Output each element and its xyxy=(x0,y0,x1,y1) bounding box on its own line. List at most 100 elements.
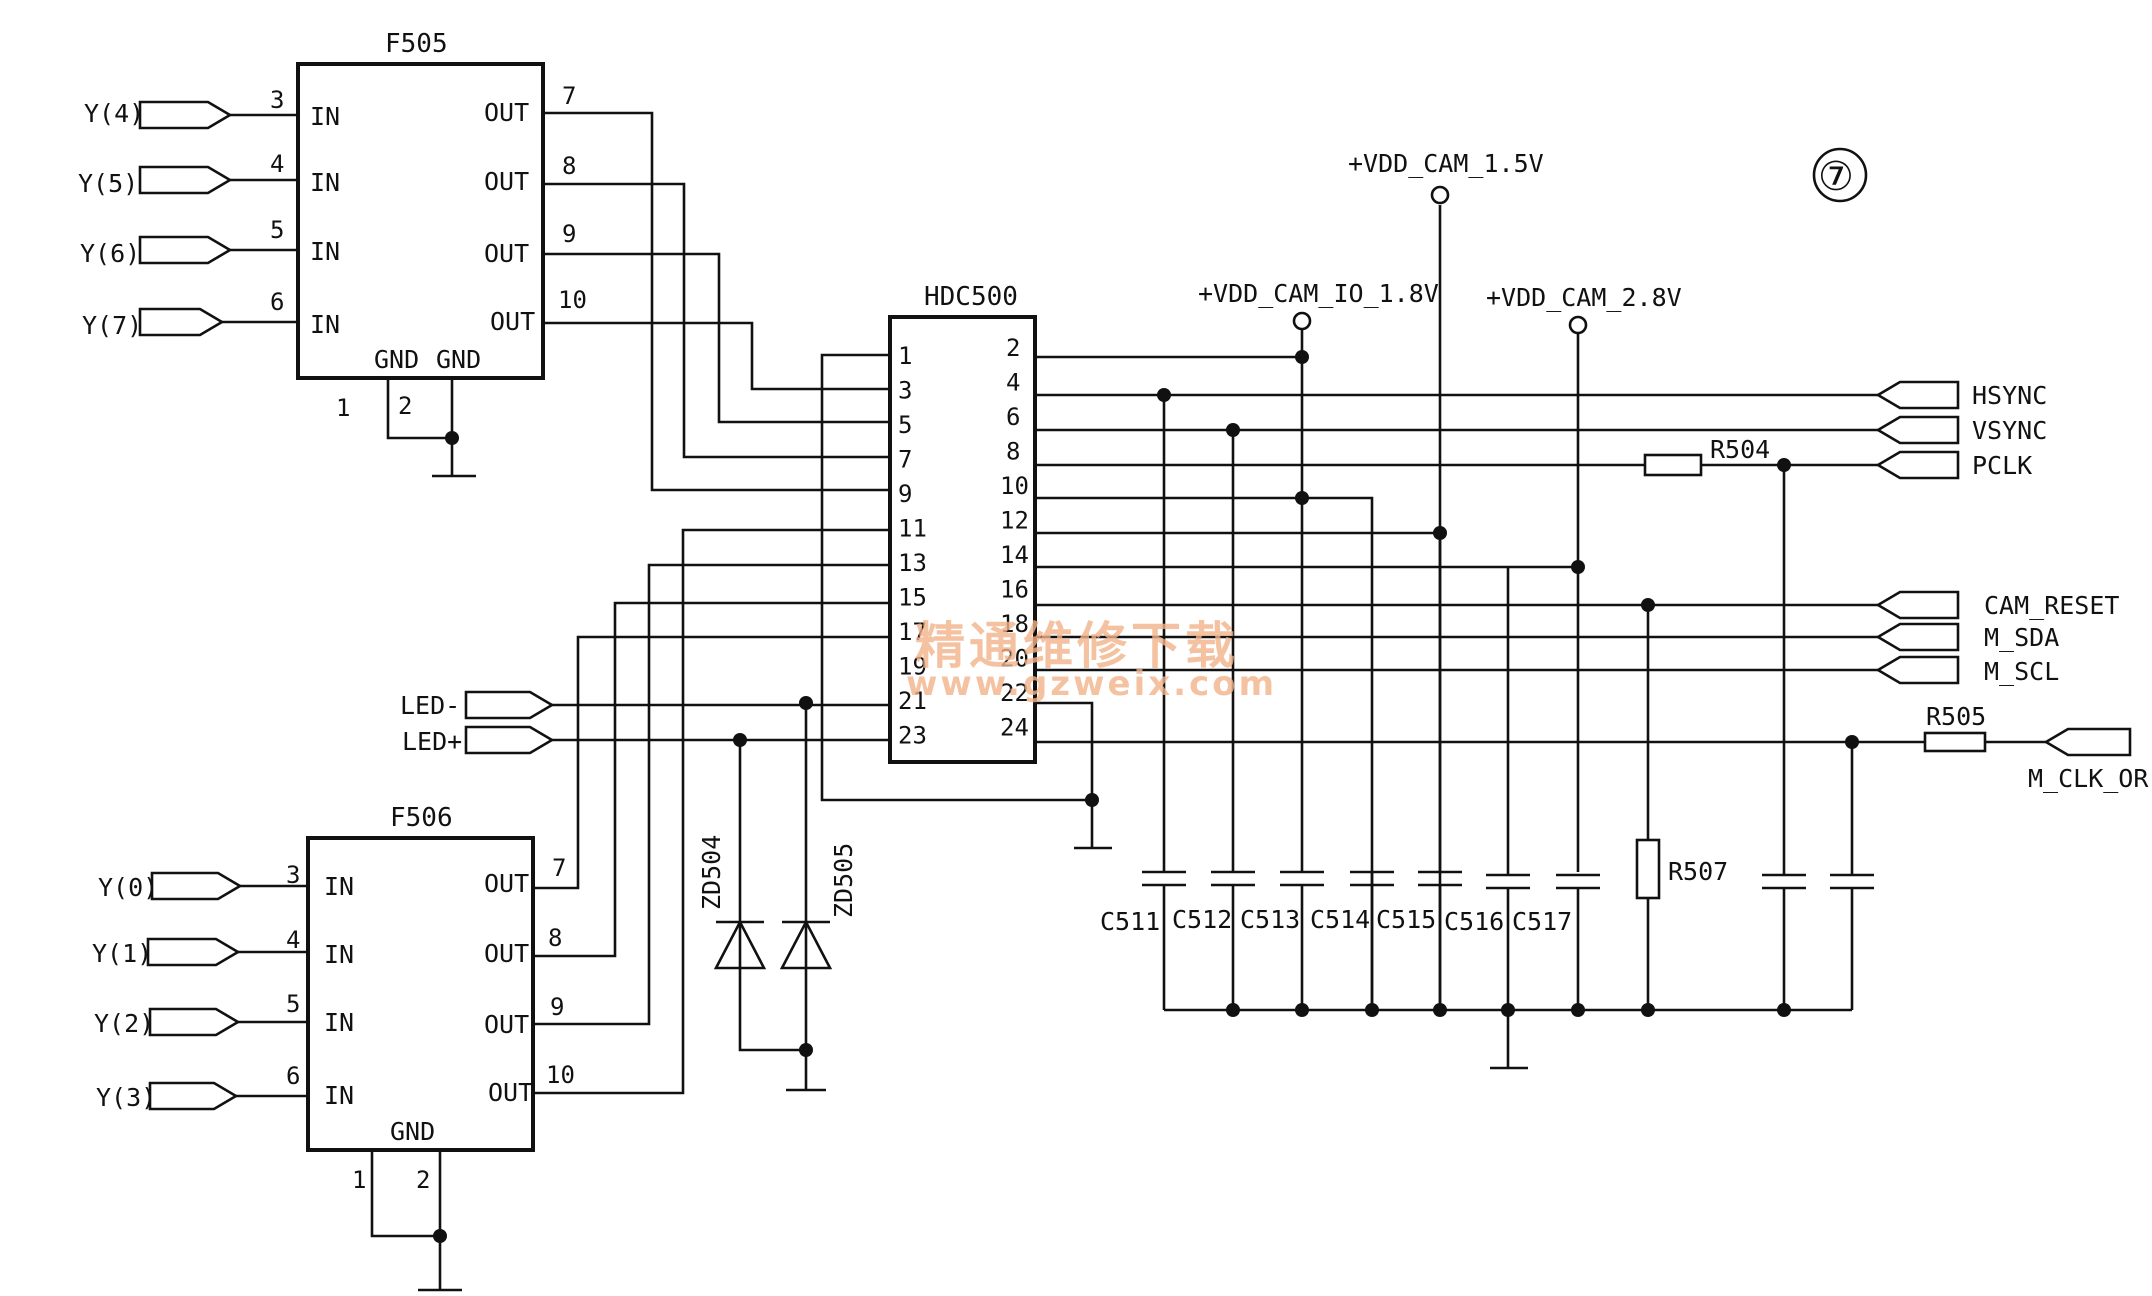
f505-pin: 1 xyxy=(336,394,350,422)
f506-pin: 2 xyxy=(416,1166,430,1194)
signal-m-sda: M_SDA xyxy=(1984,623,2059,652)
f506-out-3: OUT xyxy=(484,1010,529,1039)
f506-pin: 8 xyxy=(548,924,562,952)
f505-gnd-1: GND xyxy=(374,345,419,374)
diode-zd505-label: ZD505 xyxy=(829,843,858,918)
input-label-y6: Y(6) xyxy=(80,239,140,268)
f505-label: F505 xyxy=(385,29,448,59)
f506-in-4: IN xyxy=(324,1081,354,1110)
hdc500-pin: 14 xyxy=(1000,541,1029,569)
signal-m-scl: M_SCL xyxy=(1984,657,2059,686)
input-label-y0: Y(0) xyxy=(98,873,158,902)
input-label-y3: Y(3) xyxy=(96,1083,156,1112)
diode-zd504-label: ZD504 xyxy=(697,835,726,910)
hdc500-pin: 15 xyxy=(898,584,927,612)
f506-in-3: IN xyxy=(324,1008,354,1037)
hdc500-pin: 7 xyxy=(898,446,912,474)
f506-pin: 9 xyxy=(550,993,564,1021)
hdc500-pin: 6 xyxy=(1006,403,1020,431)
rail-2v8: +VDD_CAM_2.8V xyxy=(1486,283,1682,312)
hdc500-pin: 16 xyxy=(1000,576,1029,604)
page-number: ⑦ xyxy=(1818,154,1854,200)
hdc500-pin: 22 xyxy=(1000,679,1029,707)
hdc500-pin: 10 xyxy=(1000,472,1029,500)
signal-pclk: PCLK xyxy=(1972,451,2032,480)
watermark-text: 精通维修下载 xyxy=(915,617,1239,675)
f505-out-2: OUT xyxy=(484,167,529,196)
hdc500-pin: 2 xyxy=(1006,334,1020,362)
capacitor-c512-label: C512 xyxy=(1172,905,1232,934)
f506-out-2: OUT xyxy=(484,939,529,968)
wiring xyxy=(222,111,2046,1292)
capacitor-c511-label: C511 xyxy=(1100,907,1160,936)
signal-m-clk: M_CLK_OR xyxy=(2028,764,2149,793)
chip-f506: F506 IN IN IN IN OUT OUT OUT OUT GND 3 4… xyxy=(286,803,575,1194)
led-minus-label: LED- xyxy=(400,691,460,720)
signal-cam-reset: CAM_RESET xyxy=(1984,591,2119,620)
net-labels: Y(4) Y(5) Y(6) Y(7) Y(0) Y(1) Y(2) Y(3) … xyxy=(78,99,2149,1112)
hdc500-pin: 3 xyxy=(898,377,912,405)
watermark-url: www.gzweix.com xyxy=(906,664,1278,704)
f505-pin: 6 xyxy=(270,288,284,316)
f506-pin: 1 xyxy=(352,1166,366,1194)
hdc500-pin: 18 xyxy=(1000,610,1029,638)
connector-flags xyxy=(138,100,2132,1111)
capacitor-c514-label: C514 xyxy=(1310,905,1370,934)
f505-in-4: IN xyxy=(310,310,340,339)
rail-1v5: +VDD_CAM_1.5V xyxy=(1348,149,1544,178)
resistor-r507-label: R507 xyxy=(1668,857,1728,886)
f506-pin: 3 xyxy=(286,861,300,889)
hdc500-pin: 8 xyxy=(1006,438,1020,466)
f505-pin: 9 xyxy=(562,220,576,248)
f505-pin: 3 xyxy=(270,86,284,114)
f506-pin: 10 xyxy=(546,1061,575,1089)
input-label-y5: Y(5) xyxy=(78,169,138,198)
capacitor-c516-label: C516 xyxy=(1444,907,1504,936)
f505-in-2: IN xyxy=(310,168,340,197)
rail-io-1v8: +VDD_CAM_IO_1.8V xyxy=(1198,279,1439,308)
hdc500-pin: 20 xyxy=(1000,645,1029,673)
hdc500-pin: 19 xyxy=(898,653,927,681)
f505-pin: 4 xyxy=(270,150,284,178)
hdc500-pin: 9 xyxy=(898,480,912,508)
f505-gnd-2: GND xyxy=(436,345,481,374)
signal-hsync: HSYNC xyxy=(1972,381,2047,410)
capacitor-c515-label: C515 xyxy=(1376,905,1436,934)
hdc500-pin: 5 xyxy=(898,411,912,439)
f505-pin: 7 xyxy=(562,82,576,110)
f506-out-4: OUT xyxy=(488,1078,533,1107)
input-label-y7: Y(7) xyxy=(82,311,142,340)
resistor-r505-label: R505 xyxy=(1926,702,1986,731)
input-label-y1: Y(1) xyxy=(92,939,152,968)
f505-out-1: OUT xyxy=(484,98,529,127)
f506-gnd: GND xyxy=(390,1117,435,1146)
f506-pin: 5 xyxy=(286,990,300,1018)
hdc500-pin: 4 xyxy=(1006,369,1020,397)
input-label-y4: Y(4) xyxy=(84,99,144,128)
signal-vsync: VSYNC xyxy=(1972,416,2047,445)
junctions xyxy=(433,350,1859,1243)
f505-in-3: IN xyxy=(310,237,340,266)
f506-in-1: IN xyxy=(324,872,354,901)
capacitor-c513-label: C513 xyxy=(1240,905,1300,934)
hdc500-pin: 11 xyxy=(898,515,927,543)
f505-pin: 8 xyxy=(562,152,576,180)
capacitor-c517-label: C517 xyxy=(1512,907,1572,936)
f506-out-1: OUT xyxy=(484,869,529,898)
led-plus-label: LED+ xyxy=(402,727,462,756)
hdc500-label: HDC500 xyxy=(924,282,1018,312)
f505-pin: 10 xyxy=(558,286,587,314)
hdc500-pin: 1 xyxy=(898,342,912,370)
f505-in-1: IN xyxy=(310,102,340,131)
resistor-r504-label: R504 xyxy=(1710,435,1770,464)
f505-out-3: OUT xyxy=(484,239,529,268)
f505-pin: 5 xyxy=(270,216,284,244)
hdc500-pin: 24 xyxy=(1000,714,1029,742)
hdc500-pin: 23 xyxy=(898,722,927,750)
f506-label: F506 xyxy=(390,803,453,833)
input-label-y2: Y(2) xyxy=(94,1009,154,1038)
f506-pin: 6 xyxy=(286,1062,300,1090)
